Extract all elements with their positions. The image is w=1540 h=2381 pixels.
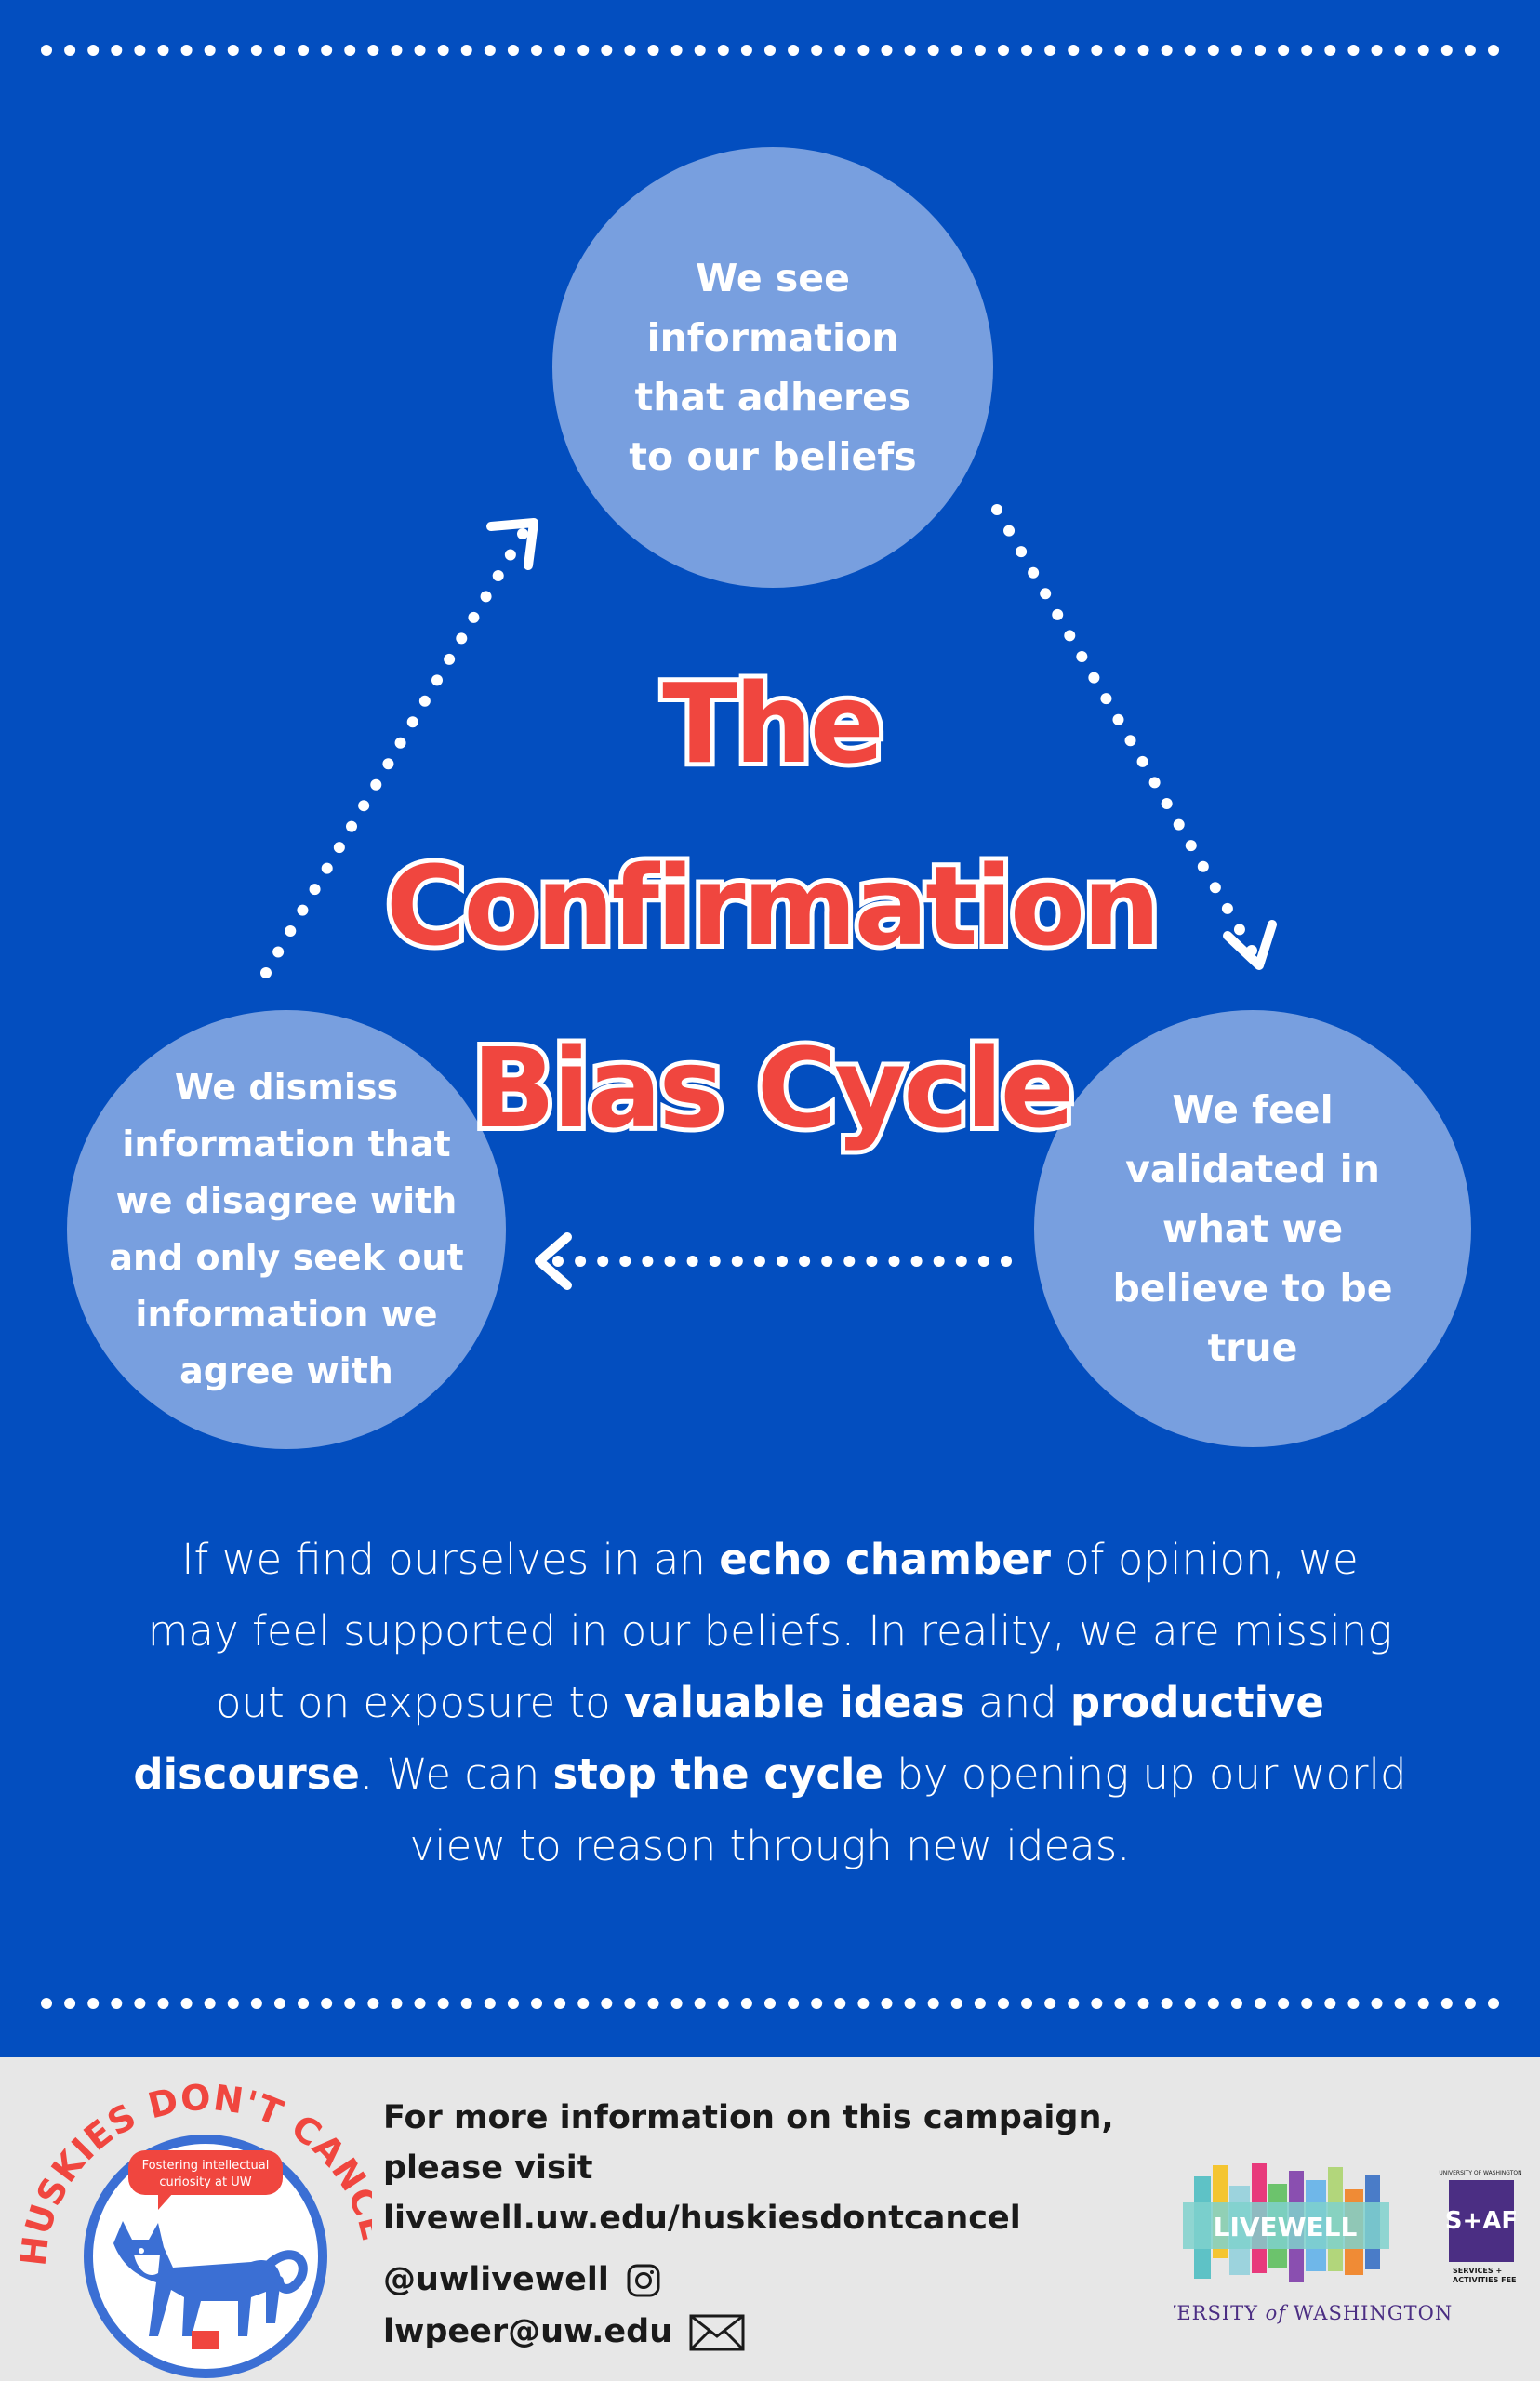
campaign-info-line: For more information on this campaign, p… (383, 2099, 1114, 2187)
cycle-step-feel-validated: We feel validated in what we believe to … (1034, 1010, 1471, 1447)
emphasis-echo-chamber: echo chamber (719, 1535, 1051, 1584)
svg-text:SERVICES +: SERVICES + (1453, 2267, 1502, 2275)
envelope-icon[interactable] (689, 2314, 745, 2351)
cycle-step-text: We feel validated in what we believe to … (1112, 1087, 1393, 1370)
arrow-left-to-top (260, 518, 538, 978)
title-line: The (657, 655, 889, 792)
livewell-uw-logo: LIVEWELL UNIVERSITY of WASHINGTON UNIVER… (1174, 2163, 1522, 2324)
email-row: lwpeer@uw.edu (383, 2307, 745, 2357)
explanation-paragraph: If we find ourselves in an echo chamber … (133, 1535, 1407, 1870)
title-line: Bias Cycle (467, 1019, 1079, 1157)
cycle-step-see-information: We see information that adheres to our b… (552, 147, 993, 588)
logo-bubble-line: Fostering intellectual (142, 2159, 270, 2173)
title-line: Confirmation (381, 837, 1165, 975)
social-handle[interactable]: @uwlivewell (383, 2261, 609, 2298)
huskies-dont-cancel-logo: HUSKIES DON'T CANCEL Fostering intellect… (19, 2057, 372, 2378)
email-address[interactable]: lwpeer@uw.edu (383, 2313, 673, 2350)
campaign-info: For more information on this campaign, p… (383, 2093, 1201, 2243)
livewell-logo: LIVEWELL (1183, 2163, 1389, 2282)
arrow-right-to-left (535, 1232, 1012, 1290)
saf-logo: UNIVERSITY OF WASHINGTON S+AF SERVICES +… (1439, 2170, 1521, 2284)
campaign-url[interactable]: livewell.uw.edu/huskiesdontcancel (383, 2200, 1021, 2237)
saf-mark: S+AF (1445, 2207, 1518, 2235)
emphasis-valuable-ideas: valuable ideas (623, 1678, 965, 1727)
page-title: The Confirmation Bias Cycle (316, 632, 1228, 1179)
livewell-wordmark: LIVEWELL (1214, 2212, 1358, 2242)
cycle-step-dismiss-information: We dismiss information that we disagree … (67, 1010, 506, 1449)
bottom-dot-divider (41, 1998, 1499, 2009)
cycle-step-text: We dismiss information that we disagree … (109, 1067, 464, 1391)
emphasis-stop-the-cycle: stop the cycle (552, 1749, 883, 1799)
emphasis-productive-discourse: productive discourse (133, 1678, 1324, 1799)
cycle-step-text: We see information that adheres to our b… (629, 256, 917, 479)
svg-text:ACTIVITIES FEE: ACTIVITIES FEE (1453, 2276, 1517, 2284)
husky-dog-icon (113, 2221, 308, 2336)
social-handle-row: @uwlivewell (383, 2255, 661, 2305)
top-dot-divider (41, 45, 1499, 56)
svg-text:UNIVERSITY OF WASHINGTON: UNIVERSITY OF WASHINGTON (1439, 2170, 1521, 2176)
uw-wordmark: UNIVERSITY of WASHINGTON (1174, 2302, 1453, 2324)
instagram-icon[interactable] (626, 2263, 661, 2298)
logo-bubble-line: curiosity at UW (159, 2175, 251, 2189)
arrow-top-to-right (991, 504, 1277, 970)
